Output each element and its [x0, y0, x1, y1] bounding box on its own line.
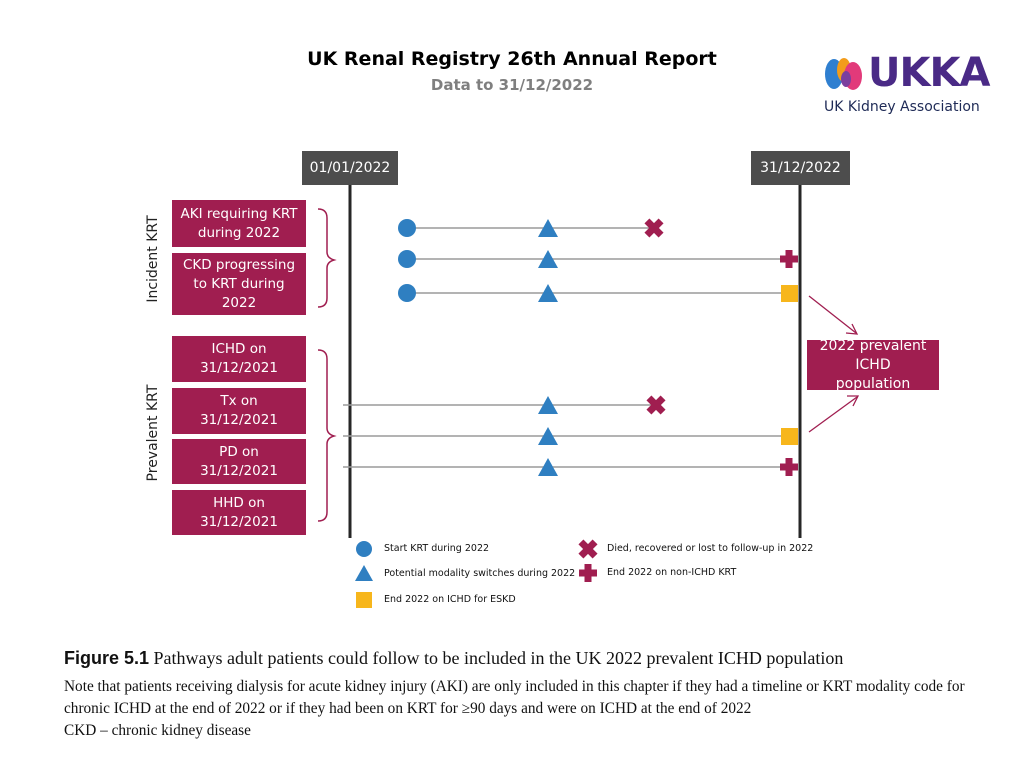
prevalent-ichd-population-box: 2022 prevalent ICHD population [807, 338, 939, 392]
aki-box-label: AKI requiring KRT during 2022 [180, 205, 298, 241]
result-box-label: 2022 prevalent ICHD population [819, 337, 927, 392]
incident-krt-label: Incident KRT [145, 215, 161, 303]
start-krt-marker-1 [398, 219, 416, 237]
legend-non-ichd-label: End 2022 on non-ICHD KRT [607, 567, 737, 578]
tx-box-label: Tx on 31/12/2021 [200, 393, 278, 428]
legend-square-icon [356, 592, 372, 608]
modality-switch-marker-2 [538, 250, 558, 268]
hhd-box: HHD on 31/12/2021 [172, 490, 306, 535]
died-marker-1 [644, 218, 664, 238]
legend-start-label: Start KRT during 2022 [384, 543, 490, 554]
modality-switch-marker-4 [538, 396, 558, 414]
start-krt-marker-3 [398, 284, 416, 302]
ichd-marker-1 [781, 285, 798, 302]
ckd-box-label: CKD progressing to KRT during 2022 [182, 256, 296, 311]
hhd-box-label: HHD on 31/12/2021 [200, 494, 278, 530]
logo-wordmark: UKKA [868, 50, 990, 96]
incident-bracket [317, 208, 337, 308]
ichd-box-label: ICHD on 31/12/2021 [200, 341, 278, 376]
modality-switch-marker-3 [538, 284, 558, 302]
pathway-diagram [317, 184, 860, 608]
prevalent-bracket [317, 349, 337, 522]
ichd-prevalent-box: ICHD on 31/12/2021 [172, 336, 306, 382]
modality-switch-marker-6 [538, 458, 558, 476]
logo-name: UK Kidney Association [824, 99, 980, 115]
pd-box-label: PD on 31/12/2021 [200, 443, 278, 479]
start-krt-marker-2 [398, 250, 416, 268]
figure-caption: Figure 5.1 Pathways adult patients could… [64, 648, 843, 669]
report-title: UK Renal Registry 26th Annual Report [307, 48, 717, 70]
report-subtitle: Data to 31/12/2022 [430, 76, 594, 94]
died-marker-2 [646, 395, 666, 415]
non-ichd-marker-1 [780, 250, 798, 268]
legend-cross-icon [578, 539, 598, 559]
pd-box: PD on 31/12/2021 [172, 439, 306, 484]
legend-died-label: Died, recovered or lost to follow-up in … [607, 543, 814, 554]
non-ichd-marker-2 [780, 458, 798, 476]
figure-abbreviation: CKD – chronic kidney disease [64, 722, 251, 739]
legend-triangle-icon [355, 565, 373, 581]
aki-box: AKI requiring KRT during 2022 [172, 200, 306, 247]
start-date-box: 01/01/2022 [302, 151, 398, 185]
arrow-to-result-upper [808, 295, 859, 335]
figure-title: Pathways adult patients could follow to … [153, 648, 844, 668]
tx-box: Tx on 31/12/2021 [172, 388, 306, 434]
ckd-box: CKD progressing to KRT during 2022 [172, 253, 306, 315]
legend-ichd-label: End 2022 on ICHD for ESKD [384, 594, 516, 605]
figure-note: Note that patients receiving dialysis fo… [64, 678, 965, 717]
figure-label: Figure 5.1 [64, 648, 150, 668]
ichd-marker-2 [781, 428, 798, 445]
legend-circle-icon [356, 541, 372, 557]
arrow-to-result-lower [808, 395, 860, 433]
ukka-logo: UKKA UK Kidney Association [824, 50, 996, 120]
legend-plus-icon [579, 564, 597, 582]
prevalent-krt-label: Prevalent KRT [145, 384, 161, 482]
kidney-logo-icon [825, 58, 862, 90]
end-date-box: 31/12/2022 [751, 151, 850, 185]
legend-switch-label: Potential modality switches during 2022 [384, 568, 576, 579]
modality-switch-marker-1 [538, 219, 558, 237]
modality-switch-marker-5 [538, 427, 558, 445]
